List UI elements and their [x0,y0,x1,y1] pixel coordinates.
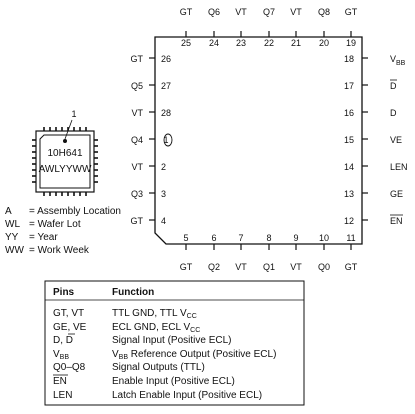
pin-number-15: 15 [344,135,354,145]
table-cell-pins: VBB [53,349,69,361]
pin-label-28: VT [131,108,143,118]
pin-label-4: GT [131,216,144,226]
table-cell-pins: Q0–Q8 [53,362,86,373]
table-cell-pins: GE, VE [53,322,87,333]
pin-number-22: 22 [264,38,274,48]
table-cell-pins: D, D [53,335,73,346]
bottom-pins: 5 6 7 8 9 10 11 GT Q2 VT Q1 VT Q0 GT [180,233,358,272]
pin-label-15: VE [390,135,402,145]
pin-label-11: GT [345,262,358,272]
table-header-pins: Pins [53,287,75,298]
table-cell-function: TTL GND, TTL VCC [112,308,197,320]
pin-stubs [149,31,368,250]
pin-label-3: Q3 [131,189,143,199]
package-marking-line2: AWLYYWW [39,164,92,175]
pin-label-24: Q6 [208,7,220,17]
pin-number-2: 2 [161,162,166,172]
pin-number-8: 8 [266,233,271,243]
marking-legend: A = Assembly Location WL = Wafer Lot YY … [5,206,121,256]
pin-label-16: D [390,108,397,118]
pin1-marker: 1 [71,109,76,119]
pin-number-12: 12 [344,216,354,226]
right-pins: 18 17 16 15 14 13 12 VBB D D VE LEN GE E… [344,54,408,226]
pin-number-24: 24 [209,38,219,48]
pin-number-9: 9 [293,233,298,243]
pin-label-21: VT [290,7,302,17]
pin-number-7: 7 [238,233,243,243]
legend-meaning: = Wafer Lot [29,219,81,230]
package-marking-line1: 10H641 [47,148,82,159]
pin-number-28: 28 [161,108,171,118]
table-cell-function: Latch Enable Input (Positive ECL) [112,390,262,401]
pin-label-23: VT [235,7,247,17]
pin-label-5: GT [180,262,193,272]
pin-number-25: 25 [181,38,191,48]
pin-label-25: GT [180,7,193,17]
pin-number-27: 27 [161,81,171,91]
pin1-circle-marker [163,133,173,147]
plcc-package-outline [154,36,363,245]
table-cell-function: Enable Input (Positive ECL) [112,376,235,387]
pin-number-10: 10 [319,233,329,243]
pin-label-13: GE [390,189,403,199]
table-cell-pins: LEN [53,390,72,401]
pin-label-26: GT [131,54,144,64]
pin-label-2: VT [131,162,143,172]
legend-code: WW [5,245,24,256]
legend-code: WL [5,219,20,230]
top-pins: GT Q6 VT Q7 VT Q8 GT 25 24 23 22 21 20 1… [180,7,358,48]
pin-label-19: GT [345,7,358,17]
legend-meaning: = Work Week [29,245,90,256]
pin-label-8: Q1 [263,262,275,272]
pin-number-18: 18 [344,54,354,64]
pin-number-17: 17 [344,81,354,91]
pin-label-22: Q7 [263,7,275,17]
pin-number-5: 5 [183,233,188,243]
package-illustration: 1 10H641 AWLYYWW [32,109,98,196]
pin-number-26: 26 [161,54,171,64]
legend-code: YY [5,232,19,243]
pin-number-3: 3 [161,189,166,199]
pin-number-23: 23 [236,38,246,48]
pin-function-table: Pins Function GT, VT TTL GND, TTL VCC GE… [44,280,305,406]
pin-label-10: Q0 [318,262,330,272]
legend-meaning: = Assembly Location [29,206,121,217]
table-cell-function: Signal Input (Positive ECL) [112,335,232,346]
pin-number-19: 19 [346,38,356,48]
pin-label-14: LEN [390,162,408,172]
pin-number-6: 6 [211,233,216,243]
pin-label-9: VT [290,262,302,272]
pin-label-12: EN [390,216,403,226]
pin-number-14: 14 [344,162,354,172]
table-cell-function: VBB Reference Output (Positive ECL) [112,349,276,361]
pin-label-7: VT [235,262,247,272]
table-header-function: Function [112,287,154,298]
left-pins: GT Q5 VT Q4 VT Q3 GT 26 27 28 1 2 3 4 [131,54,172,226]
table-cell-pins: GT, VT [53,308,84,319]
pin-number-1: 1 [163,135,168,145]
table-cell-pins: EN [53,376,67,387]
pin-label-6: Q2 [208,262,220,272]
table-cell-function: Signal Outputs (TTL) [112,362,205,373]
pin-number-21: 21 [291,38,301,48]
legend-code: A [5,206,12,217]
pin-label-17: D [390,81,397,91]
table-cell-function: ECL GND, ECL VCC [112,322,200,334]
pin-label-18: VBB [390,54,406,67]
pin-number-4: 4 [161,216,166,226]
pin-number-11: 11 [346,233,355,243]
pin-label-20: Q8 [318,7,330,17]
legend-meaning: = Year [29,232,58,243]
pin-number-20: 20 [319,38,329,48]
pin-number-13: 13 [344,189,354,199]
pin-label-27: Q5 [131,81,143,91]
pin-label-1: Q4 [131,135,143,145]
pin-number-16: 16 [344,108,354,118]
